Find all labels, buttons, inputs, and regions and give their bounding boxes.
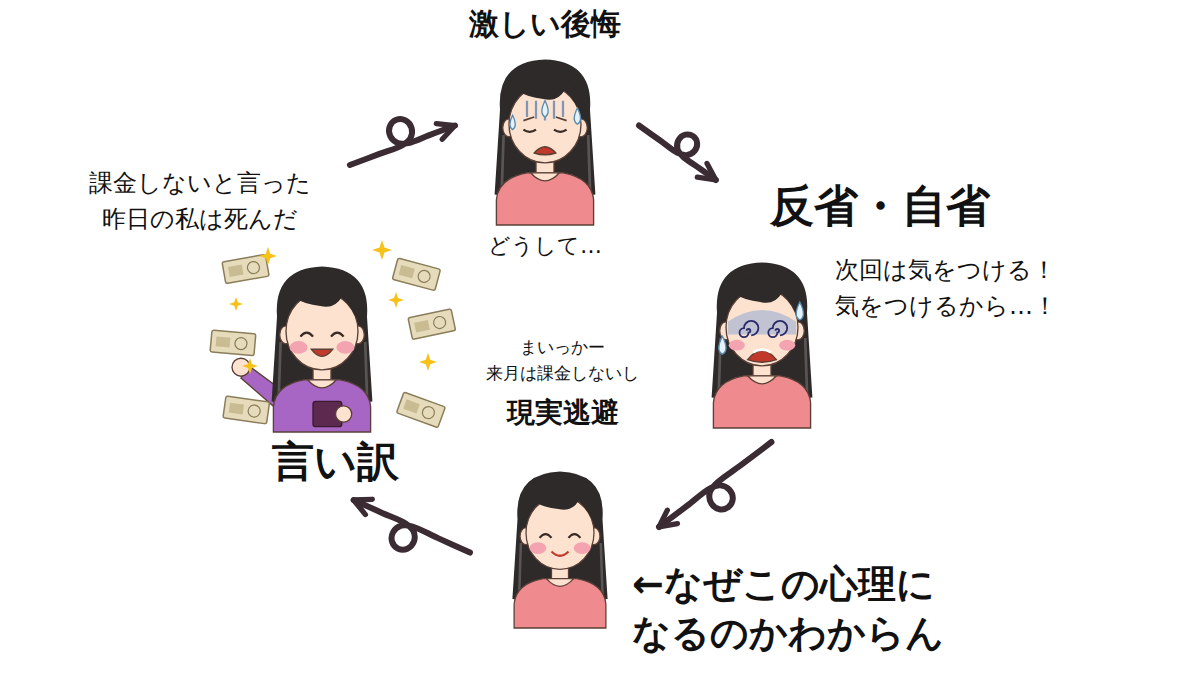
speech-text: 次回は気をつける！ 気をつけるから…！	[835, 252, 1093, 324]
cycle-stage: 課金しないと言った 昨日の私は死んだ言い訳	[65, 165, 435, 500]
speech-text: まいっかー 来月は課金しないし	[470, 335, 655, 386]
reflect-figure-part	[753, 350, 771, 353]
escape-figure-part	[540, 534, 581, 538]
sparkles-part	[259, 247, 277, 265]
excuse-figure-part	[336, 341, 354, 354]
reflect-figure-part	[729, 340, 745, 351]
stage-heading: 現実逃避	[470, 395, 655, 430]
escape-figure-part	[512, 472, 607, 628]
money-bills-part	[392, 258, 440, 291]
sparkles-part	[372, 240, 392, 260]
money-bills-part	[408, 309, 456, 340]
stage-heading: 激しい後悔	[455, 5, 635, 43]
cycle-stage: まいっかー 来月は課金しないし現実逃避	[470, 335, 659, 655]
escape-figure	[512, 472, 607, 628]
sparkles-part	[419, 353, 437, 371]
reflect-figure-part	[796, 302, 803, 320]
regret-figure-part	[574, 108, 580, 124]
excuse-figure-part	[311, 349, 333, 356]
money-bills-part	[210, 330, 256, 356]
money-bills-part	[396, 392, 445, 428]
sparkles-part	[229, 297, 243, 311]
regret-figure-part	[542, 101, 548, 117]
reflect-figure-part	[740, 321, 759, 337]
cycle-arrow	[639, 126, 716, 180]
sparkles-part	[388, 292, 404, 308]
cycle-stage: 反省・自省次回は気をつける！ 気をつけるから…！	[700, 180, 1097, 442]
excuse-figure-part	[336, 406, 352, 422]
sparkles	[229, 240, 437, 374]
reflect-figure	[712, 262, 813, 428]
escape-figure-part	[529, 542, 546, 554]
cycle-arrow	[350, 119, 455, 165]
stage-heading: 反省・自省	[740, 180, 1020, 233]
excuse-figure-part	[300, 333, 343, 337]
reflect-figure-part	[719, 336, 726, 354]
escape-figure-part	[552, 552, 569, 556]
reflect-figure-part	[712, 262, 813, 428]
reflect-figure-part	[779, 340, 795, 351]
money-bills	[210, 254, 456, 427]
stage-heading: 言い訳	[255, 437, 415, 487]
regret-figure-part	[534, 147, 556, 155]
money-bills-part	[222, 254, 269, 283]
connector-layer-part	[350, 119, 772, 552]
escape-figure-part	[574, 542, 591, 554]
reflect-figure-part	[768, 321, 787, 337]
regret-figure	[495, 59, 596, 225]
reflect-figure-part	[748, 351, 777, 363]
cycle-stage: 激しい後悔どうして…	[455, 5, 639, 267]
sparkles-part	[242, 358, 258, 374]
regret-figure-part	[523, 130, 566, 132]
regret-figure-part	[510, 115, 515, 129]
speech-text: 課金しないと言った 昨日の私は死んだ	[65, 165, 335, 237]
money-bills-part	[223, 396, 270, 424]
excuse-figure-part	[272, 266, 373, 432]
cycle-arrow	[354, 500, 470, 553]
regret-figure-part	[495, 59, 596, 225]
speech-text: どうして…	[455, 231, 635, 262]
note-label: ←なぜこの心理に なるのかわからん	[632, 560, 992, 659]
excuse-figure-part	[290, 341, 308, 354]
cycle-arrow	[659, 442, 771, 527]
